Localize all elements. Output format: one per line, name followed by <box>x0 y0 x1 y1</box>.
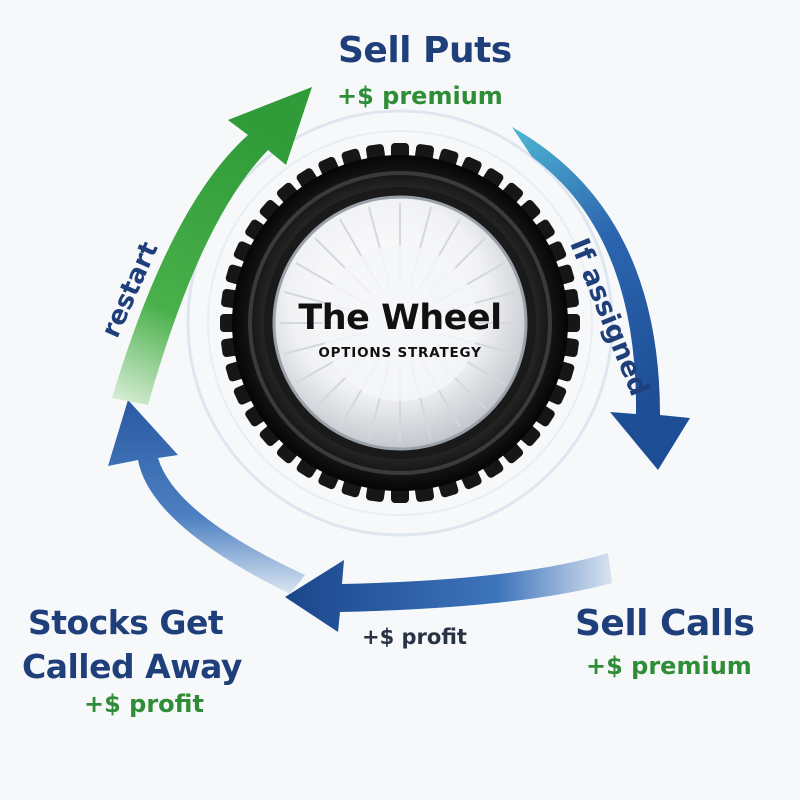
stage-called-away-detail: +$ profit <box>84 690 204 718</box>
stage-sell-calls-detail: +$ premium <box>586 652 752 680</box>
orbit-ring-inner <box>207 130 593 516</box>
arrow-if-assigned <box>512 127 690 470</box>
stage-sell-calls-title: Sell Calls <box>575 603 755 644</box>
transition-profit: +$ profit <box>362 625 467 649</box>
orbit-ring-outer <box>186 109 614 537</box>
center-subtitle: OPTIONS STRATEGY <box>318 345 482 361</box>
stage-called-away-title-line2: Called Away <box>22 647 242 686</box>
wheel-graphic <box>220 143 580 503</box>
stage-called-away-title-line1: Stocks Get <box>28 603 224 642</box>
arrow-profit <box>285 553 612 632</box>
stage-sell-puts-detail: +$ premium <box>337 82 503 110</box>
stage-sell-puts-title: Sell Puts <box>338 30 512 71</box>
arrow-left-up <box>108 400 305 594</box>
arrow-restart <box>112 87 312 405</box>
center-title: The Wheel <box>298 298 502 338</box>
